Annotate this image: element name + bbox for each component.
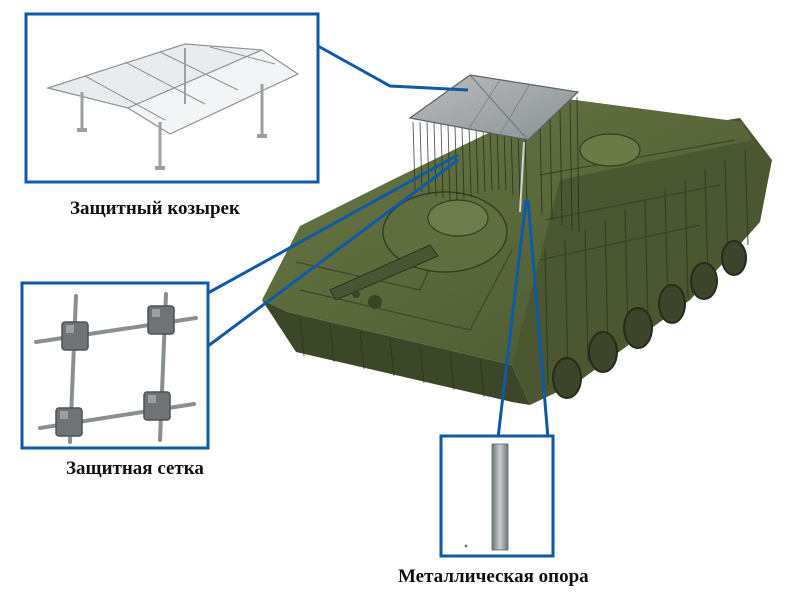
callout-leaders (207, 44, 550, 439)
leader-mesh-upper (207, 153, 459, 295)
leader-support-right (526, 199, 550, 439)
leader-mesh-lower (207, 158, 459, 348)
caption-canopy: Защитный козырек (70, 198, 240, 219)
callout-support (439, 434, 555, 558)
vehicle-support-pole (519, 141, 525, 213)
callout-mesh-frame (20, 281, 210, 450)
hull-front (262, 300, 530, 405)
caption-support: Металлическая опора (398, 566, 589, 587)
hull-right-side (512, 118, 772, 405)
slat-armor-front (299, 317, 485, 398)
armored-vehicle (262, 74, 772, 405)
leader-support-left (496, 199, 528, 439)
pole-icon (464, 443, 509, 551)
caption-mesh: Защитная сетка (66, 458, 204, 479)
callout-mesh (20, 281, 210, 450)
canopy-icon (45, 43, 300, 170)
callout-canopy (24, 12, 320, 184)
canopy-mesh-curtain (412, 96, 580, 233)
road-wheels (552, 240, 747, 399)
turret (329, 191, 508, 309)
mesh-node-icon (34, 292, 198, 444)
cupola (579, 133, 641, 167)
leader-canopy (317, 44, 469, 92)
